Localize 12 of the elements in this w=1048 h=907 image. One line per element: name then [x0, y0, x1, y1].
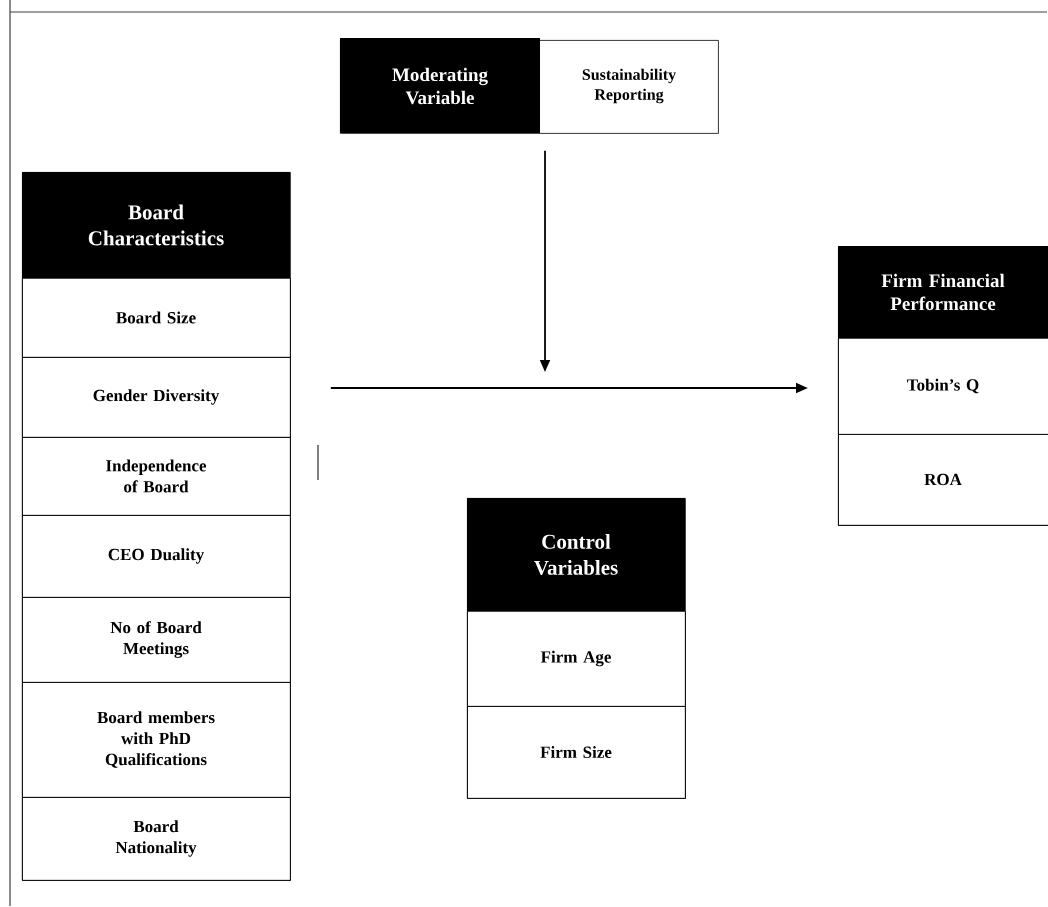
variable-row: Independence of Board	[22, 437, 291, 516]
variable-row: ROA	[838, 434, 1048, 526]
moderator-box: Moderating Variable Sustainability Reporting	[340, 38, 719, 134]
variable-row: Firm Size	[467, 706, 686, 799]
variable-row: No of Board Meetings	[22, 597, 291, 683]
variable-row: Board members with PhD Qualifications	[22, 682, 291, 798]
variable-row: CEO Duality	[22, 515, 291, 598]
variable-row: Board Nationality	[22, 797, 291, 881]
variable-row: Board Size	[22, 278, 291, 358]
variable-row: Tobin’s Q	[838, 338, 1048, 435]
variable-row: Firm Age	[467, 611, 686, 707]
variable-row: Gender Diversity	[22, 357, 291, 438]
